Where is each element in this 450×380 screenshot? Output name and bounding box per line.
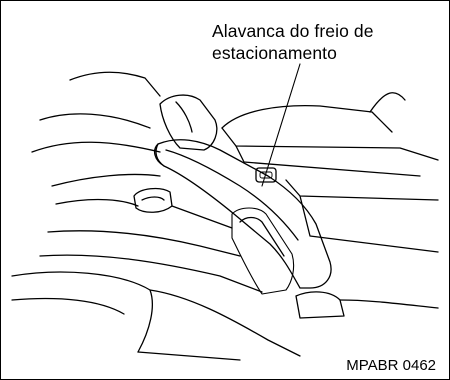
console-floor-line-4 xyxy=(47,230,241,257)
rear-console-lower xyxy=(285,179,439,201)
console-left-upper xyxy=(39,113,151,129)
console-tray xyxy=(133,187,173,213)
lever-slot-outline xyxy=(231,207,295,295)
brake-lever-release-button xyxy=(155,143,165,167)
console-floor-line-1 xyxy=(51,173,161,187)
lever-indicator-window xyxy=(255,167,277,183)
hand-outline xyxy=(159,94,218,151)
rear-console-outline xyxy=(221,105,393,133)
rear-console-seat-edge xyxy=(369,92,406,113)
seat-cushion-outline xyxy=(11,271,153,353)
console-floor-line-5 xyxy=(39,254,263,293)
callout-leader-line xyxy=(261,63,301,187)
rear-console-right-lower xyxy=(299,195,439,253)
parking-brake-label-line1: Alavanca do freio de xyxy=(212,21,374,41)
hand-thumb xyxy=(175,101,193,133)
seat-cushion-lower xyxy=(11,297,125,315)
console-top-edge xyxy=(69,71,161,97)
console-floor-line-3 xyxy=(171,205,233,229)
lever-indicator-window-inner xyxy=(259,171,273,179)
floor-line-bottom xyxy=(137,351,241,361)
console-floor-line-2 xyxy=(55,198,139,207)
bottom-right-edge xyxy=(339,299,439,309)
brake-lever-body xyxy=(153,139,332,289)
console-left-line xyxy=(31,141,161,153)
rear-console-step xyxy=(235,145,421,177)
figure-code: MPABR 0462 xyxy=(346,357,436,374)
seat-cushion-edge xyxy=(149,289,301,357)
brake-lever-grip-line xyxy=(165,149,299,241)
lever-slot-inner xyxy=(239,216,285,257)
bottom-bin-outline xyxy=(295,291,345,319)
rear-console-top xyxy=(221,127,439,161)
parking-brake-label-line2: estacionamento xyxy=(212,43,337,63)
parking-brake-label: Alavanca do freio de estacionamento xyxy=(212,20,374,64)
console-tray-inner xyxy=(141,196,165,201)
